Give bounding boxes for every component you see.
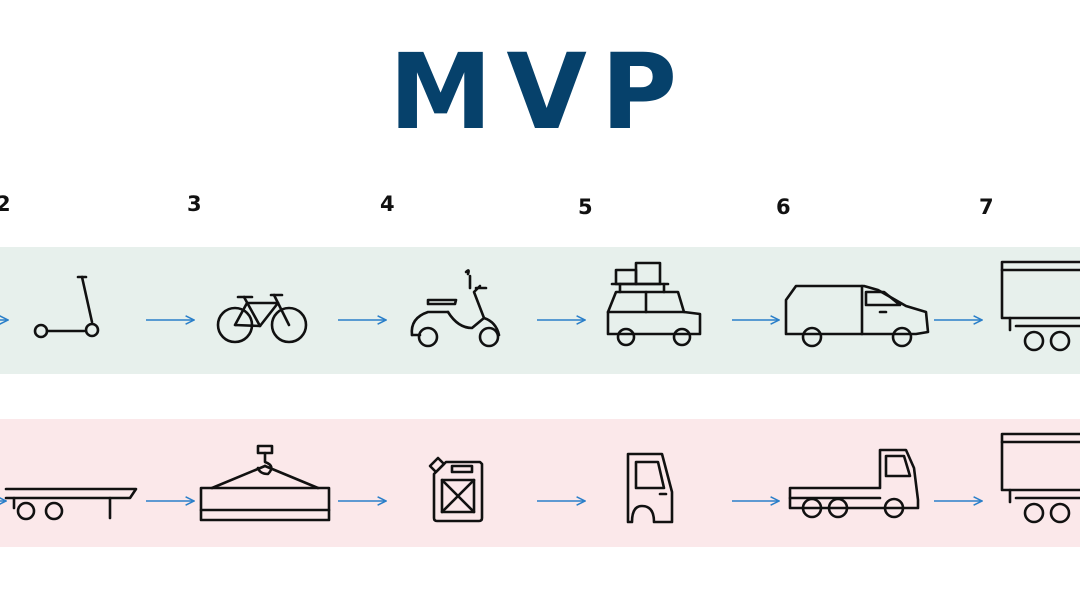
page-title: MVP	[388, 31, 692, 153]
motor-scooter-icon	[410, 269, 501, 348]
crane-hook-load-icon	[199, 444, 331, 522]
bicycle-icon	[216, 293, 308, 344]
delivery-van-icon	[784, 284, 930, 348]
step-number-5: 5	[578, 195, 593, 219]
jerrycan-icon	[428, 456, 484, 523]
step-number-2: 2	[0, 192, 11, 216]
step-number-3: 3	[187, 192, 202, 216]
truck-cab-icon	[626, 452, 674, 524]
step-number-4: 4	[380, 192, 395, 216]
flatbed-truck-icon	[788, 448, 920, 519]
trailer-truck-icon-bottom	[1000, 432, 1080, 524]
top-row-band	[0, 247, 1080, 374]
kick-scooter-icon	[33, 275, 100, 339]
flatbed-trailer-icon	[4, 487, 138, 521]
step-number-6: 6	[776, 195, 791, 219]
car-with-roof-rack-icon	[606, 261, 702, 347]
bottom-row-band	[0, 419, 1080, 547]
step-number-7: 7	[979, 195, 994, 219]
trailer-truck-icon-top	[1000, 260, 1080, 352]
